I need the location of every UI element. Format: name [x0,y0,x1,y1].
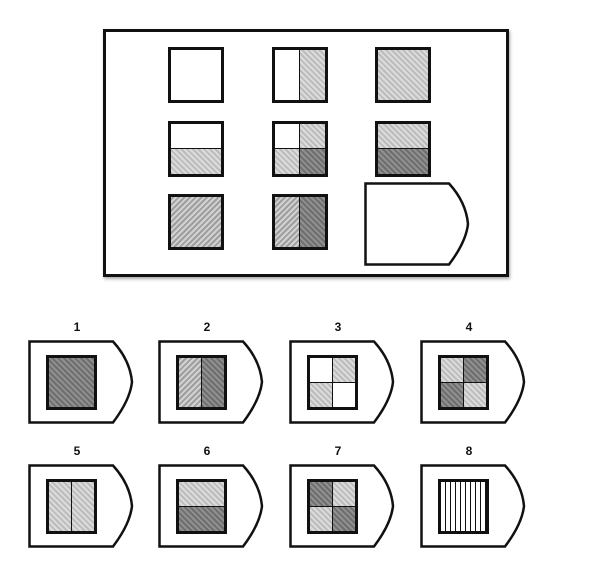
answer-option-7[interactable] [289,464,407,548]
option-number: 8 [465,444,473,458]
pattern-segment [179,506,224,531]
pattern-segment [441,358,464,383]
pattern-square [272,194,328,250]
pattern-segment [332,358,355,383]
pattern-segment [441,482,486,531]
pentagon-arrow-shape [364,182,470,266]
pattern-segment [378,124,428,149]
pattern-segment [378,50,428,100]
pattern-segment [275,149,300,174]
pattern-square [272,121,328,177]
pattern-segment [179,358,202,407]
pattern-segment [441,382,464,407]
answer-option-3[interactable] [289,340,407,424]
pattern-square [375,47,431,103]
pattern-segment [179,482,224,507]
pattern-segment [463,358,486,383]
answer-option-4[interactable] [420,340,538,424]
pattern-segment [275,197,300,247]
pattern-segment [49,482,72,531]
option-number: 2 [203,320,211,334]
pattern-segment [275,50,300,100]
pattern-square [168,194,224,250]
option-number: 4 [465,320,473,334]
pattern-square [375,121,431,177]
pattern-square [272,47,328,103]
missing-answer-slot [364,182,482,266]
pattern-segment [300,50,325,100]
option-number: 5 [73,444,81,458]
pattern-segment [201,358,224,407]
answer-option-1[interactable] [28,340,146,424]
puzzle-matrix [103,29,509,277]
answer-option-2[interactable] [158,340,276,424]
pattern-segment [300,149,325,174]
pattern-square [168,121,224,177]
pattern-square [176,355,227,410]
pattern-segment [378,149,428,174]
pattern-segment [463,382,486,407]
pattern-segment [300,197,325,247]
pattern-square [168,47,224,103]
pattern-segment [310,382,333,407]
pattern-square [307,479,358,534]
pattern-segment [332,506,355,531]
pattern-segment [171,50,221,100]
pattern-square [438,479,489,534]
answer-option-5[interactable] [28,464,146,548]
pattern-square [46,479,97,534]
pattern-segment [310,358,333,383]
option-number: 7 [334,444,342,458]
answer-option-8[interactable] [420,464,538,548]
option-number: 3 [334,320,342,334]
pattern-square [307,355,358,410]
option-number: 6 [203,444,211,458]
pattern-segment [332,382,355,407]
pattern-square [438,355,489,410]
pattern-segment [300,124,325,149]
pattern-segment [49,358,94,407]
pattern-segment [310,482,333,507]
pattern-segment [275,124,300,149]
pattern-segment [332,482,355,507]
pattern-segment [171,149,221,174]
pattern-segment [71,482,94,531]
answer-option-6[interactable] [158,464,276,548]
pattern-segment [171,197,221,247]
option-number: 1 [73,320,81,334]
pattern-square [176,479,227,534]
pattern-segment [310,506,333,531]
pattern-square [46,355,97,410]
pattern-segment [171,124,221,149]
